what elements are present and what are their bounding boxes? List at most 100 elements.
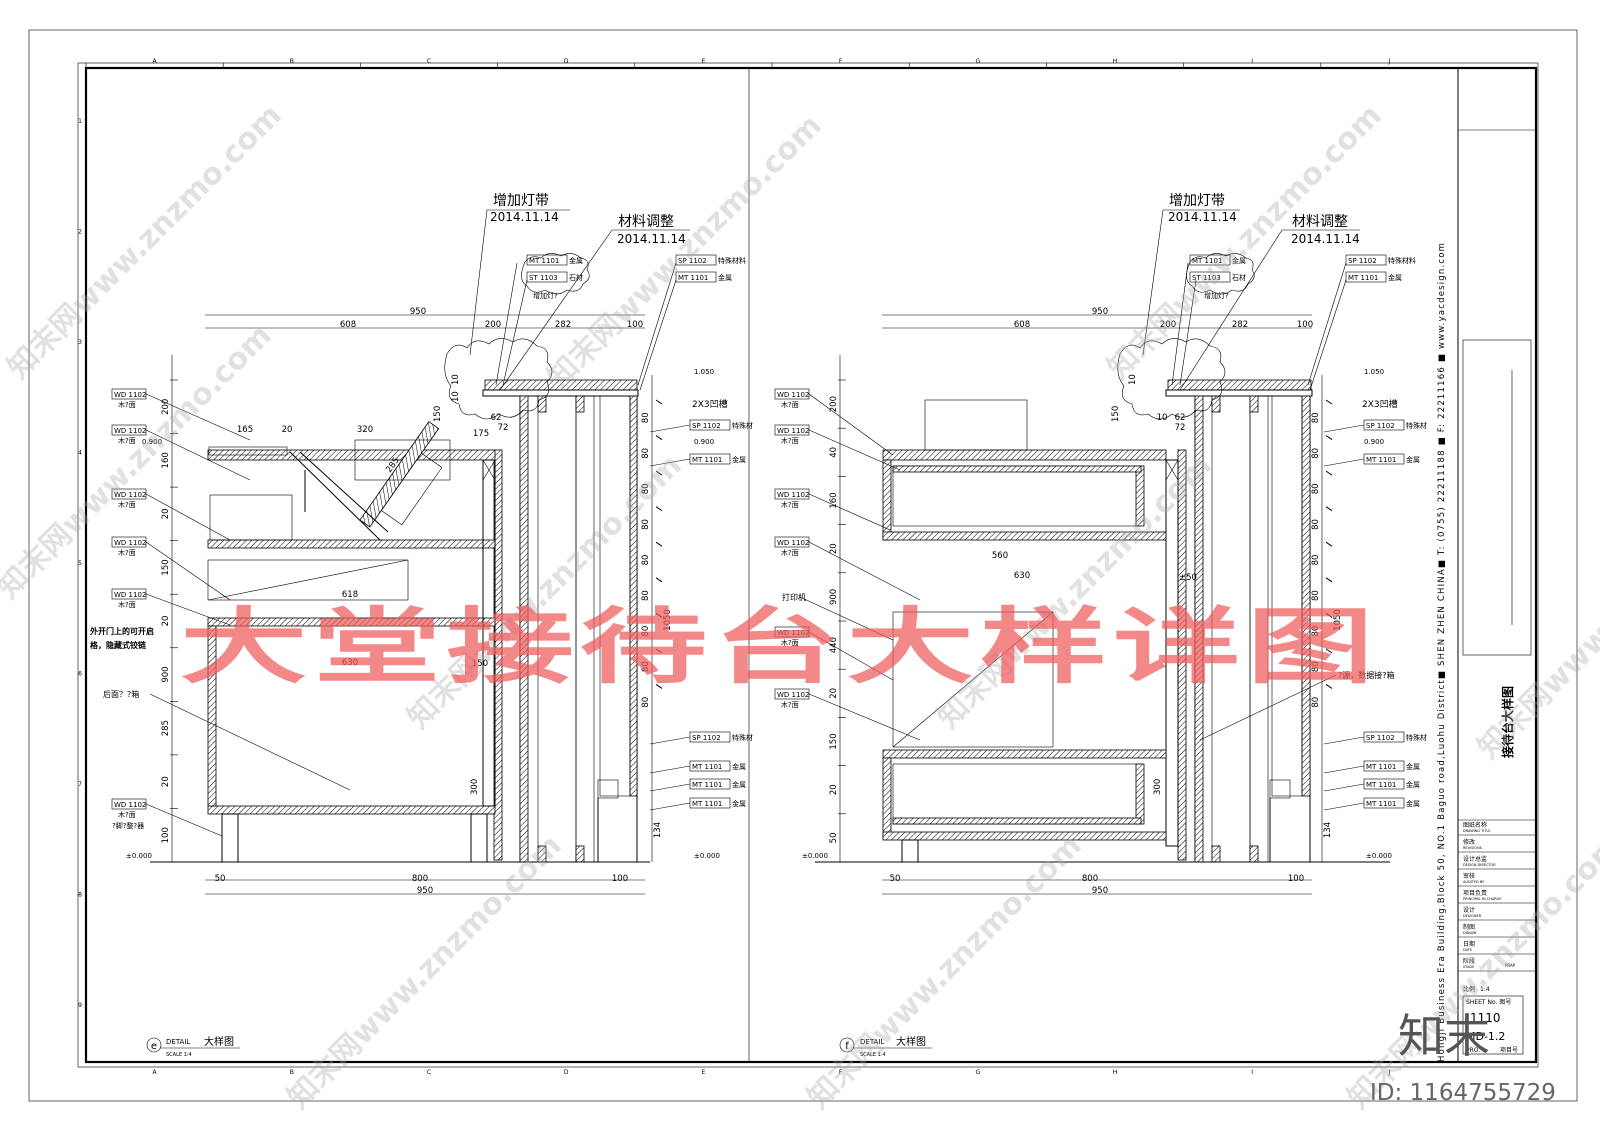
f-right-rdim: 80 <box>1311 483 1321 494</box>
grid-col-label: G <box>975 1069 980 1076</box>
tb-row-en: AUDITED BY <box>1463 880 1485 884</box>
detail-e-letter: e <box>151 1041 157 1052</box>
grid-row-label: 6 <box>78 670 82 677</box>
dim-f-bot-b: 800 <box>1082 874 1098 884</box>
dim-e-top-total: 950 <box>410 307 426 317</box>
grid-col-label: C <box>427 1069 431 1076</box>
grid-row-label: 9 <box>78 1002 82 1009</box>
f-tag-text: 木?面 <box>781 548 799 557</box>
f-tag-right-5-text: 金属 <box>1406 780 1420 789</box>
dim-f-top-total: 950 <box>1092 307 1108 317</box>
f-tag-top-2-text: 石材 <box>1232 273 1246 282</box>
grid-col-label: I <box>1251 58 1253 65</box>
tb-scale-value: 1:4 <box>1480 986 1490 993</box>
note-e-light-date: 2014.11.14 <box>490 210 559 224</box>
dim-e-h150: 150 <box>433 406 443 422</box>
f-tag-right-6-code: MT 1101 <box>1366 800 1396 808</box>
tb-row-cn: 日期 <box>1463 940 1475 948</box>
dim-e-h10b: 10 <box>451 391 461 402</box>
e-right-rdim: 80 <box>641 555 651 566</box>
dim-e-top-d: 100 <box>627 320 643 330</box>
e-tag-top-4-text: 金属 <box>718 273 732 282</box>
note-e-material-date: 2014.11.14 <box>617 232 686 246</box>
dim-f-h150: 150 <box>1111 406 1121 422</box>
tb-row-cn: 阶段 <box>1463 957 1475 965</box>
f-right-rdim: 80 <box>1311 590 1321 601</box>
e-right-rdim: 80 <box>641 626 651 637</box>
dim-e-top-b: 200 <box>485 320 501 330</box>
grid-row-label: 4 <box>78 450 82 457</box>
grid-col-label: D <box>564 1069 569 1076</box>
tb-sheet-no2: MD-1.2 <box>1466 1030 1505 1043</box>
e-right-rdim: 80 <box>641 412 651 423</box>
e-tag-text: 木?面 <box>118 548 136 557</box>
e-left-vdim: 900 <box>161 666 171 682</box>
e-tag-text: 木?面 <box>118 500 136 509</box>
level-f-mid: 0.900 <box>1364 438 1384 446</box>
grid-col-label: B <box>290 1069 294 1076</box>
e-tag-text: 木?面 <box>118 600 136 609</box>
tb-row-en: DESIGN DIRECTOR <box>1463 863 1496 867</box>
e-left-vdim: 150 <box>161 559 171 575</box>
grid-col-label: H <box>1113 1069 1118 1076</box>
f-tag-top-4-code: MT 1101 <box>1348 274 1378 282</box>
level-f-zero-l: ±0.000 <box>802 852 828 860</box>
e-left-vdim: 160 <box>161 452 171 468</box>
e-tag-right-5-code: MT 1101 <box>692 781 722 789</box>
e-right-rdim: 80 <box>641 661 651 672</box>
f-left-vdim: 50 <box>829 832 839 843</box>
f-tag-right-4-code: MT 1101 <box>1366 763 1396 771</box>
tb-row-cn: 设计 <box>1463 906 1475 914</box>
dim-f-50: ±50 <box>1179 573 1197 583</box>
f-right-rdim: 80 <box>1311 661 1321 672</box>
level-e-mid-l: 0.900 <box>142 438 162 446</box>
detail-e-detail: DETAIL <box>166 1038 190 1046</box>
dim-e-h10: 10 <box>451 374 461 385</box>
dim-e-630: 630 <box>342 658 358 668</box>
f-left-vdim: 150 <box>829 733 839 749</box>
e-tag-right-4-code: MT 1101 <box>692 763 722 771</box>
grid-row-label: 1 <box>78 118 82 125</box>
f-tag-text: 木?面 <box>781 500 799 509</box>
tb-row-en: STAGE <box>1463 965 1474 969</box>
detail-f-detail: DETAIL <box>860 1038 884 1046</box>
note-e-light: 增加灯带 <box>493 193 549 209</box>
dim-f-bot-total: 950 <box>1092 886 1108 896</box>
dim-f-h10: 10 <box>1128 374 1138 385</box>
e-right-rdim: 80 <box>641 590 651 601</box>
detail-e-title: 大样图 <box>204 1035 234 1048</box>
level-e-zero-r: ±0.000 <box>694 852 720 860</box>
detail-f-scale: SCALE 1:4 <box>860 1052 886 1058</box>
e-tag-code: WD 1102 <box>114 427 146 435</box>
f-tag-right-3-code: SP 1102 <box>1366 734 1395 742</box>
f-right-rdim: 80 <box>1311 412 1321 423</box>
e-tag-top-1-text: 金属 <box>569 256 583 265</box>
note-e-material: 材料调整 <box>618 214 674 230</box>
dim-e-618: 618 <box>342 590 358 600</box>
e-tag-code: WD 1102 <box>114 491 146 499</box>
main-overlay-title: 大堂接待台大样详图 <box>180 600 1380 695</box>
dim-f-top-c: 282 <box>1232 320 1248 330</box>
grid-row-label: 3 <box>78 339 82 346</box>
f-tag-code: WD 1102 <box>777 491 809 499</box>
f-tag-code: WD 1102 <box>777 691 809 699</box>
grid-row-label: 2 <box>78 229 82 236</box>
e-tag-right-4-text: 金属 <box>732 762 746 771</box>
e-left-vdim: 285 <box>161 720 171 736</box>
dim-f-top-b: 200 <box>1160 320 1176 330</box>
f-tag-top-1-text: 金属 <box>1232 256 1246 265</box>
f-right-rdim: 80 <box>1311 448 1321 459</box>
dim-e-top-c: 282 <box>555 320 571 330</box>
